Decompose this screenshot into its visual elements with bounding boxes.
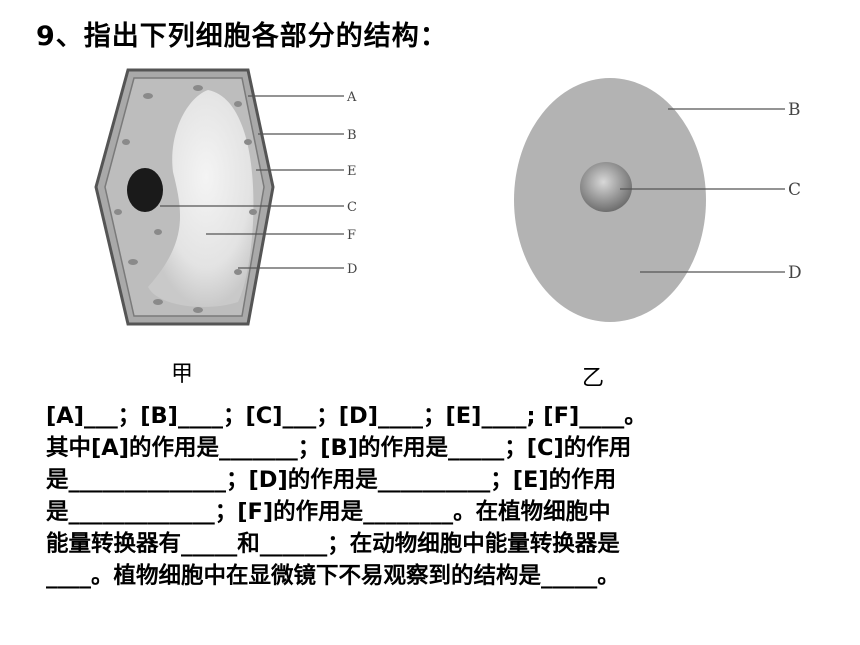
plant-cell-diagram: A B E C F D (94, 68, 357, 326)
plant-label-b: B (347, 128, 357, 143)
question-line-2: 其中[A]的作用是_______；[B]的作用是_____；[C]的作用 (46, 435, 632, 461)
plant-label-d: D (347, 262, 357, 277)
plant-caption: 甲 (171, 362, 194, 387)
question-title: 9、指出下列细胞各部分的结构： (36, 21, 448, 52)
question-line-1: [A]___；[B]____；[C]___；[D]____；[E]____; [… (46, 403, 647, 429)
question-line-6: ____。植物细胞中在显微镜下不易观察到的结构是_____。 (46, 563, 620, 589)
animal-label-d: D (788, 263, 802, 283)
plant-label-e: E (347, 164, 357, 179)
plant-vacuole (148, 90, 254, 307)
animal-nucleus (580, 162, 632, 212)
question-line-5: 能量转换器有_____和______；在动物细胞中能量转换器是 (46, 531, 620, 557)
question-body: [A]___；[B]____；[C]___；[D]____；[E]____; [… (46, 400, 826, 592)
animal-caption: 乙 (582, 366, 605, 391)
plant-label-f: F (347, 228, 356, 243)
plant-label-a: A (346, 90, 357, 105)
question-line-3: 是______________；[D]的作用是__________；[E]的作用 (46, 467, 617, 493)
animal-label-c: C (788, 180, 801, 200)
question-line-4: 是_____________；[F]的作用是________。在植物细胞中 (46, 499, 611, 525)
animal-cell-diagram: B C D (514, 78, 802, 322)
chloroplasts (114, 85, 257, 313)
animal-label-b: B (788, 100, 801, 120)
plant-nucleus (127, 168, 163, 212)
plant-label-c: C (347, 200, 357, 215)
